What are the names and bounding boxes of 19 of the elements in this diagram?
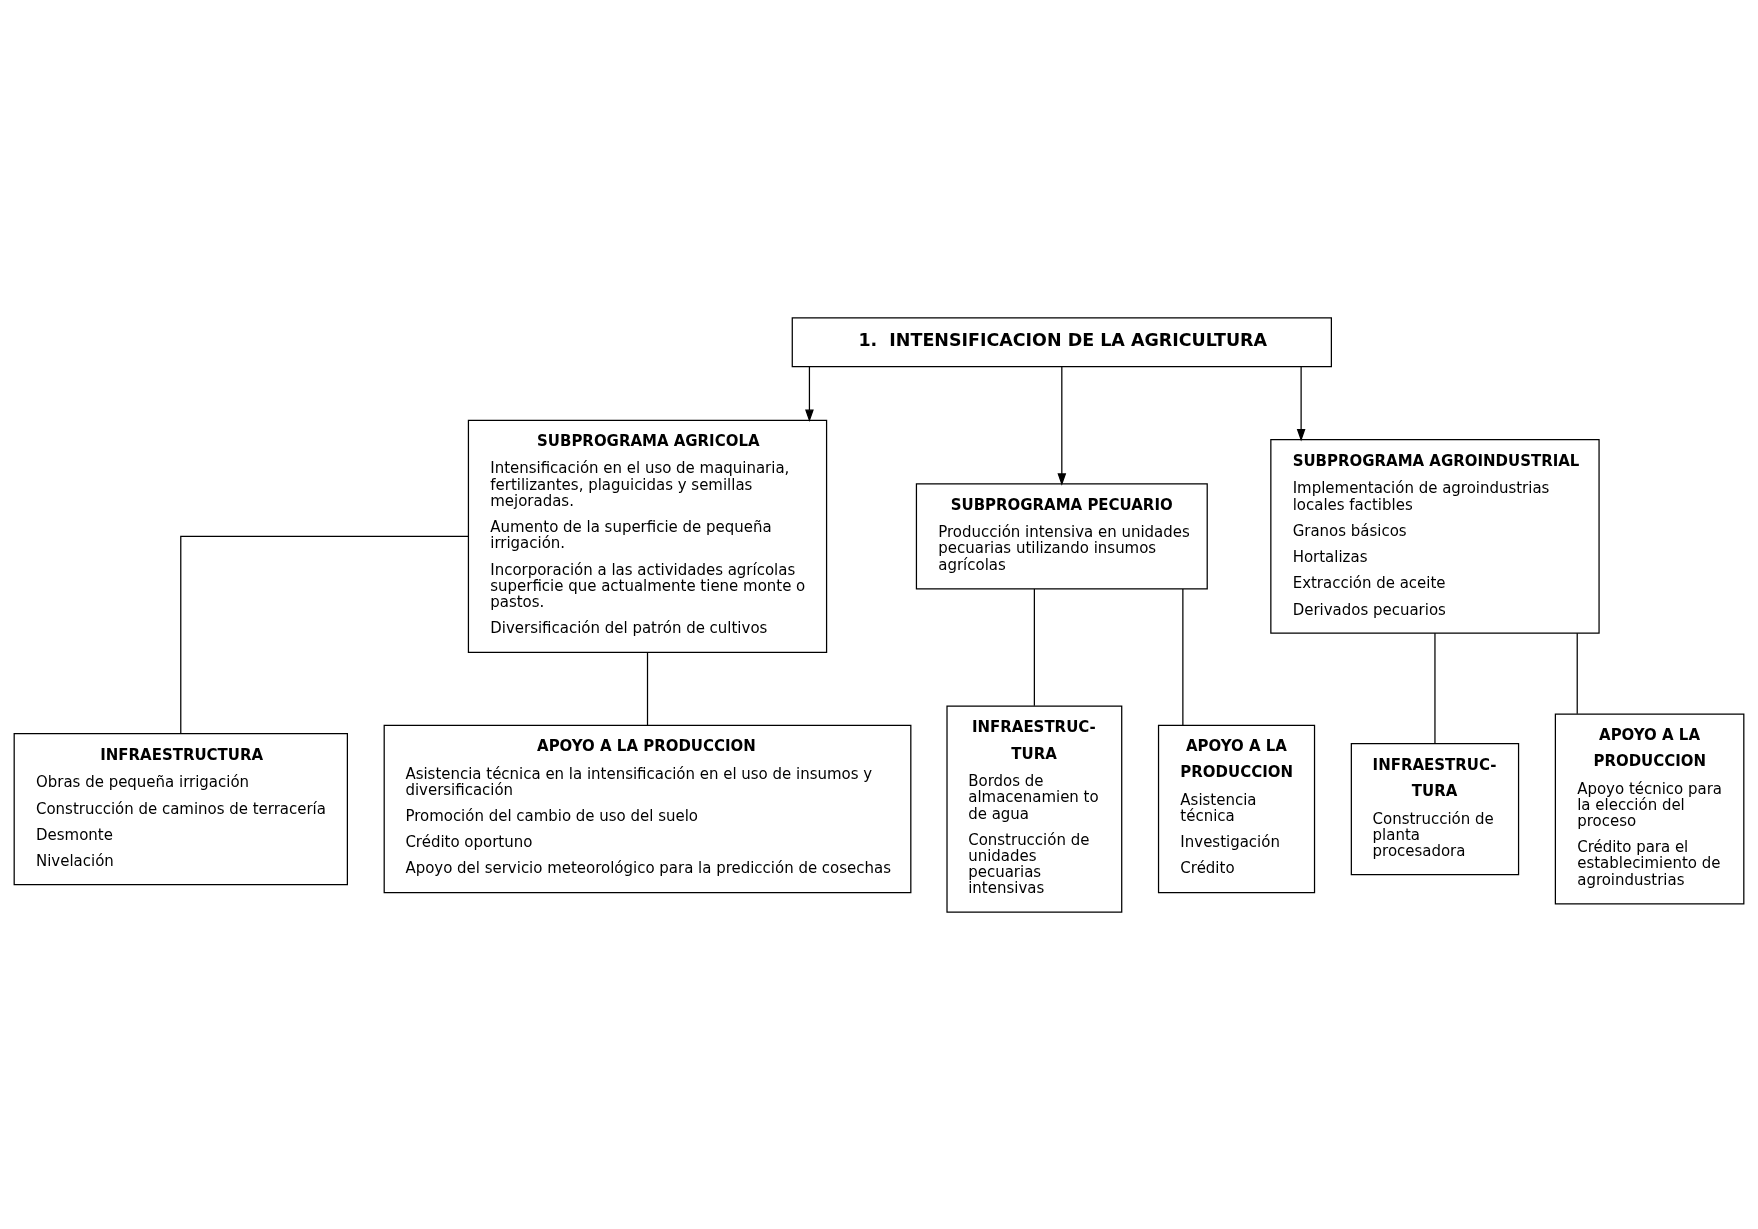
node-box: APOYO A LA PRODUCCION Asistencia técnica Investigación Crédito bbox=[1157, 724, 1316, 893]
node-box: APOYO A LA PRODUCCION Apoyo técnico para la elección del proceso Crédito para el establecimiento de agroindustrias bbox=[1554, 713, 1745, 905]
arrow bbox=[1057, 365, 1067, 486]
arrow bbox=[1296, 365, 1306, 441]
node-box: INFRAESTRUC- TURA Bordos de almacenamien to de agua Construcción de unidades pecuarias intensivas bbox=[946, 704, 1123, 913]
connector bbox=[1182, 587, 1184, 726]
node-box: SUBPROGRAMA AGROINDUSTRIAL Implementación de agroindustrias locales factibles Granos básicos Hortalizas Extracción de aceite Derivados pecuarios bbox=[1270, 438, 1600, 634]
connector bbox=[1033, 587, 1035, 706]
arrow bbox=[805, 365, 814, 422]
connector bbox=[1576, 632, 1578, 714]
connector bbox=[646, 651, 649, 726]
node-box: INFRAESTRUCTURA Obras de pequeña irrigación Construcción de caminos de terracería Desmonte Nivelación bbox=[13, 732, 348, 885]
node-box: INFRAESTRUC- TURA Construcción de planta procesadora bbox=[1350, 742, 1520, 875]
node-box: SUBPROGRAMA PECUARIO Producción intensiva en unidades pecuarias utilizando insumos agrícolas bbox=[915, 482, 1208, 589]
connector bbox=[180, 535, 469, 734]
node-box: APOYO A LA PRODUCCION Asistencia técnica en la intensificación en el uso de insumos y diversificación Promoción del cambio de uso del suelo Crédito oportuno Apoyo del servicio meteorológico para la predicción de cosechas bbox=[383, 724, 912, 893]
node-box: SUBPROGRAMA AGRICOLA Intensificación en el uso de maquinaria, fertilizantes, plaguicidas y semillas mejoradas. Aumento de la superficie de pequeña irrigación. Incorporación a las actividades agrícolas superficie que actualmente tiene monte o pastos. Diversificación del patrón de cultivos bbox=[467, 419, 828, 653]
node-box: 1. INTENSIFICACION DE LA AGRICULTURA bbox=[791, 316, 1332, 367]
connector bbox=[1434, 632, 1436, 744]
